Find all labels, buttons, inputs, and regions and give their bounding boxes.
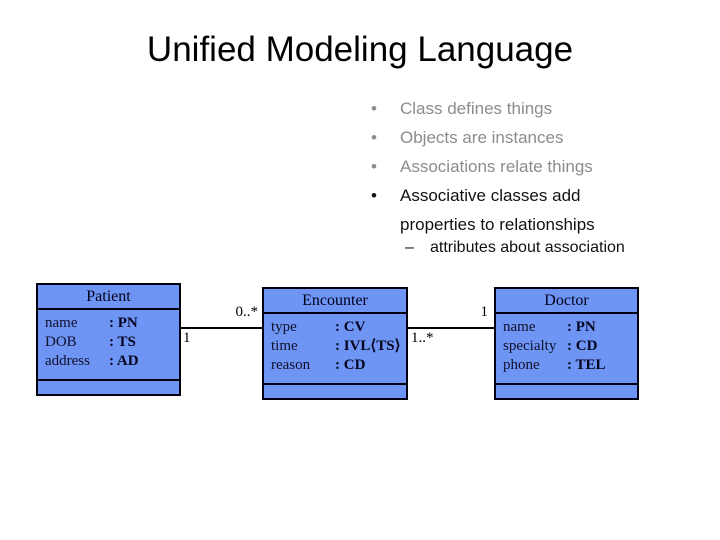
bullet-text: Associations relate things [400, 157, 593, 176]
attribute-type: : PN [567, 319, 596, 335]
bullet-text: Associative classes add properties to re… [400, 186, 595, 234]
association-line-encounter-doctor [408, 327, 494, 329]
bullet-dot-icon: • [371, 186, 377, 205]
attribute-type: : CD [335, 357, 366, 373]
attribute-name: type [271, 319, 297, 335]
attribute-name: name [45, 315, 78, 331]
attribute-type: : TS [109, 334, 136, 350]
dash-icon: – [405, 239, 414, 256]
bullet-list: • Class defines things • Objects are ins… [363, 94, 641, 260]
bullet-item: • Associative classes add properties to … [363, 181, 641, 239]
uml-attribute-row: DOB : TS [45, 333, 175, 352]
bullet-item: • Objects are instances [363, 123, 641, 152]
uml-attribute-row: address : AD [45, 352, 175, 371]
attribute-name: specialty [503, 338, 557, 354]
attribute-name: phone [503, 357, 540, 373]
uml-attributes: name : PN DOB : TS address : AD [38, 310, 179, 381]
multiplicity-label: 1..* [411, 330, 434, 346]
bullet-item: • Class defines things [363, 94, 641, 123]
uml-attribute-row: time : IVL⟨TS⟩ [271, 337, 402, 356]
uml-class-patient: Patient name : PN DOB : TS address : AD [36, 283, 181, 396]
attribute-name: name [503, 319, 536, 335]
uml-operations-empty [38, 381, 179, 394]
uml-attributes: name : PN specialty : CD phone : TEL [496, 314, 637, 385]
attribute-name: address [45, 353, 90, 369]
sub-bullet-text: attributes about association [430, 239, 625, 256]
uml-class-title: Encounter [264, 289, 406, 314]
attribute-type: : AD [109, 353, 139, 369]
uml-class-title: Patient [38, 285, 179, 310]
bullet-text: Objects are instances [400, 128, 564, 147]
uml-operations-empty [496, 385, 637, 398]
attribute-type: : PN [109, 315, 138, 331]
uml-attribute-row: specialty : CD [503, 337, 633, 356]
uml-attribute-row: phone : TEL [503, 356, 633, 375]
sub-bullet-item: – attributes about association [405, 236, 641, 260]
uml-operations-empty [264, 385, 406, 398]
uml-class-encounter: Encounter type : CV time : IVL⟨TS⟩ reaso… [262, 287, 408, 400]
uml-class-doctor: Doctor name : PN specialty : CD phone : … [494, 287, 639, 400]
multiplicity-label: 0..* [235, 304, 259, 320]
page-title: Unified Modeling Language [146, 30, 574, 69]
bullet-dot-icon: • [371, 157, 377, 176]
bullet-dot-icon: • [371, 99, 377, 118]
association-line-patient-encounter [181, 327, 262, 329]
attribute-name: time [271, 338, 298, 354]
attribute-name: DOB [45, 334, 77, 350]
uml-attributes: type : CV time : IVL⟨TS⟩ reason : CD [264, 314, 406, 385]
multiplicity-label: 1 [480, 304, 489, 320]
bullet-item: • Associations relate things [363, 152, 641, 181]
attribute-type: : TEL [567, 357, 606, 373]
uml-attribute-row: type : CV [271, 318, 402, 337]
uml-attribute-row: name : PN [45, 314, 175, 333]
attribute-name: reason [271, 357, 311, 373]
attribute-type: : CV [335, 319, 366, 335]
attribute-type: : CD [567, 338, 598, 354]
multiplicity-label: 1 [183, 330, 191, 346]
attribute-type: : IVL⟨TS⟩ [335, 338, 401, 354]
uml-attribute-row: reason : CD [271, 356, 402, 375]
uml-class-title: Doctor [496, 289, 637, 314]
bullet-dot-icon: • [371, 128, 377, 147]
bullet-text: Class defines things [400, 99, 553, 118]
uml-attribute-row: name : PN [503, 318, 633, 337]
